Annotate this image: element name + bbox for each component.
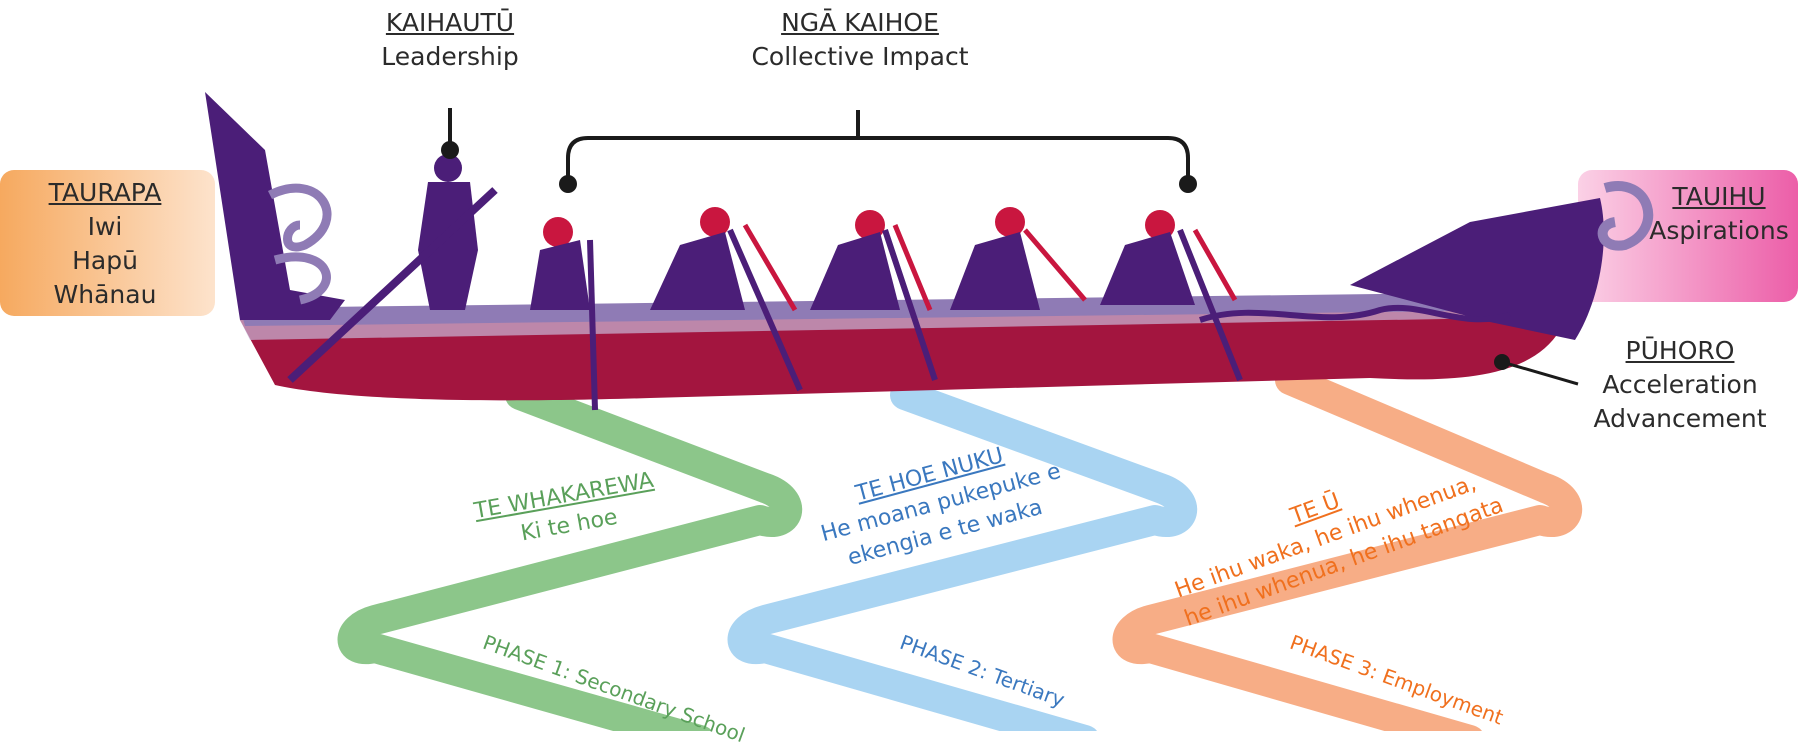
taurapa-carving xyxy=(205,92,345,320)
tauihu-title: TAUIHU xyxy=(1672,182,1766,211)
bracket-dot-right xyxy=(1179,175,1197,193)
steering-paddle xyxy=(287,187,498,383)
tauihu-box xyxy=(1578,170,1798,302)
tauihu-subtitle: Aspirations xyxy=(1649,216,1789,245)
taurapa-scroll xyxy=(267,183,332,305)
paddler-1 xyxy=(530,217,598,411)
paddler-4 xyxy=(950,207,1087,310)
nga-kaihoe-subtitle: Collective Impact xyxy=(751,42,969,71)
puhoro-title: PŪHORO xyxy=(1625,336,1735,365)
taurapa-line-1: Iwi xyxy=(87,212,123,241)
phase-1-ribbon xyxy=(337,380,803,731)
prow-carving xyxy=(1597,181,1654,251)
taurapa-line-3: Whānau xyxy=(53,280,157,309)
paddler-2 xyxy=(650,207,803,392)
taurapa-line-2: Hapū xyxy=(72,246,138,275)
prow-decoration xyxy=(1199,304,1511,323)
paddler-3 xyxy=(810,210,938,381)
kaihautu-title: KAIHAUTŪ xyxy=(385,8,515,37)
nga-kaihoe-label: NGĀ KAIHOE Collective Impact xyxy=(720,6,1000,74)
nga-kaihoe-bracket xyxy=(566,110,1190,182)
paddlers xyxy=(530,207,1243,411)
puhoro-line-2: Advancement xyxy=(1593,404,1767,433)
tauihu-label: TAUIHU Aspirations xyxy=(1640,180,1798,248)
puhoro-label: PŪHORO Acceleration Advancement xyxy=(1570,334,1790,436)
waka-illustration xyxy=(205,92,1654,731)
prow-shape xyxy=(1350,198,1604,340)
phase-3-ribbon xyxy=(1112,365,1583,731)
puhoro-line-1: Acceleration xyxy=(1602,370,1758,399)
bracket-dot-left xyxy=(559,175,577,193)
waka-diagram: KAIHAUTŪ Leadership NGĀ KAIHOE Collectiv… xyxy=(0,6,1798,747)
puhoro-pointer-dot xyxy=(1494,354,1510,370)
puhoro-pointer xyxy=(1501,360,1579,386)
nga-kaihoe-title: NGĀ KAIHOE xyxy=(781,8,939,37)
paddler-5 xyxy=(1100,210,1243,382)
taurapa-box xyxy=(0,170,215,316)
taurapa-label: TAURAPA Iwi Hapū Whānau xyxy=(10,176,200,312)
kaihautu-figure xyxy=(418,154,478,310)
kaihautu-subtitle: Leadership xyxy=(381,42,519,71)
taurapa-title: TAURAPA xyxy=(48,178,162,207)
kaihautu-label: KAIHAUTŪ Leadership xyxy=(340,6,560,74)
phase-2-ribbon xyxy=(727,380,1198,731)
kaihautu-pointer-dot xyxy=(441,141,459,159)
